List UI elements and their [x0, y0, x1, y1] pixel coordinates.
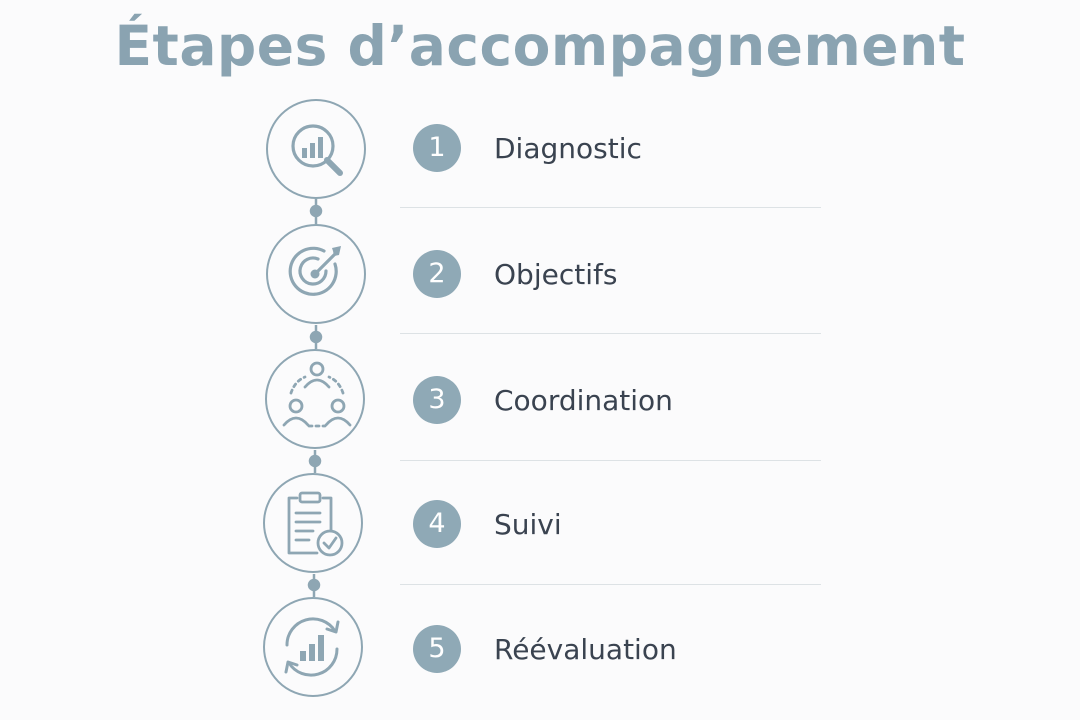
step-divider	[400, 584, 821, 585]
refresh-chart-icon	[284, 617, 340, 677]
step-5-number-badge: 5	[413, 625, 461, 673]
step-4-label: Suivi	[494, 508, 562, 541]
step-2-number-badge: 2	[413, 250, 461, 298]
connector-dot	[309, 330, 323, 344]
target-arrow-icon	[288, 246, 341, 296]
step-5-icon-circle	[263, 597, 363, 697]
connector-dot	[309, 204, 323, 218]
step-divider	[400, 207, 821, 208]
connector-dot	[307, 578, 321, 592]
step-1-number-badge: 1	[413, 124, 461, 172]
team-network-icon	[282, 361, 352, 428]
connector-dot	[308, 454, 322, 468]
step-divider	[400, 460, 821, 461]
step-2-icon-circle	[266, 224, 366, 324]
step-1-label: Diagnostic	[494, 132, 642, 165]
clipboard-check-icon	[287, 491, 344, 557]
diagram-title: Étapes d’accompagnement	[114, 14, 966, 78]
step-2-label: Objectifs	[494, 258, 618, 291]
step-1-icon-circle	[266, 99, 366, 199]
step-3-number-badge: 3	[413, 376, 461, 424]
step-3-label: Coordination	[494, 384, 673, 417]
step-divider	[400, 333, 821, 334]
step-4-number-badge: 4	[413, 500, 461, 548]
step-4-icon-circle	[263, 473, 363, 573]
magnifier-chart-icon	[291, 124, 343, 176]
step-3-icon-circle	[265, 349, 365, 449]
step-5-label: Réévaluation	[494, 633, 677, 666]
